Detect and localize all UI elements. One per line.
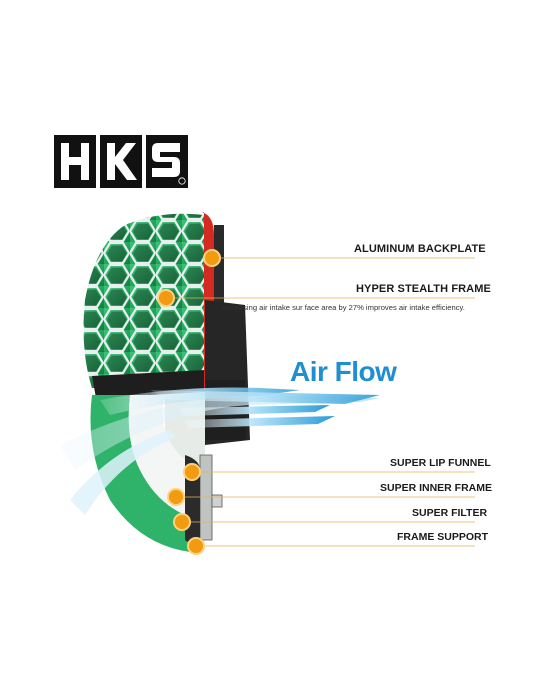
backplate-dark (214, 225, 224, 375)
airflow-stream-3 (180, 405, 330, 416)
label-super-inner-frame: SUPER INNER FRAME (380, 482, 493, 494)
callout-markers (157, 249, 221, 555)
label-aluminum-backplate: ALUMINUM BACKPLATE (354, 243, 486, 255)
leader-lines (166, 257, 475, 547)
label-frame-support: FRAME SUPPORT (397, 531, 489, 543)
marker-super-filter (173, 513, 191, 531)
label-hyper-stealth-frame: HYPER STEALTH FRAME (356, 283, 491, 295)
marker-super-inner-frame (167, 488, 185, 506)
airflow-stream-4 (185, 416, 335, 428)
marker-hyper-stealth-frame (157, 289, 175, 307)
label-super-filter: SUPER FILTER (412, 507, 488, 519)
marker-super-lip-funnel (183, 463, 201, 481)
hyper-stealth-description: Increasing air intake sur face area by 2… (222, 303, 465, 312)
air-flow-label: Air Flow (290, 356, 397, 387)
filter-dome-mesh (83, 213, 205, 388)
airflow-stream-1 (60, 395, 380, 470)
hks-logo (54, 135, 188, 188)
marker-aluminum-backplate (203, 249, 221, 267)
inner-frame-bar (199, 454, 213, 541)
marker-frame-support (187, 537, 205, 555)
airflow-stream-5 (150, 390, 380, 404)
label-super-lip-funnel: SUPER LIP FUNNEL (390, 457, 491, 469)
